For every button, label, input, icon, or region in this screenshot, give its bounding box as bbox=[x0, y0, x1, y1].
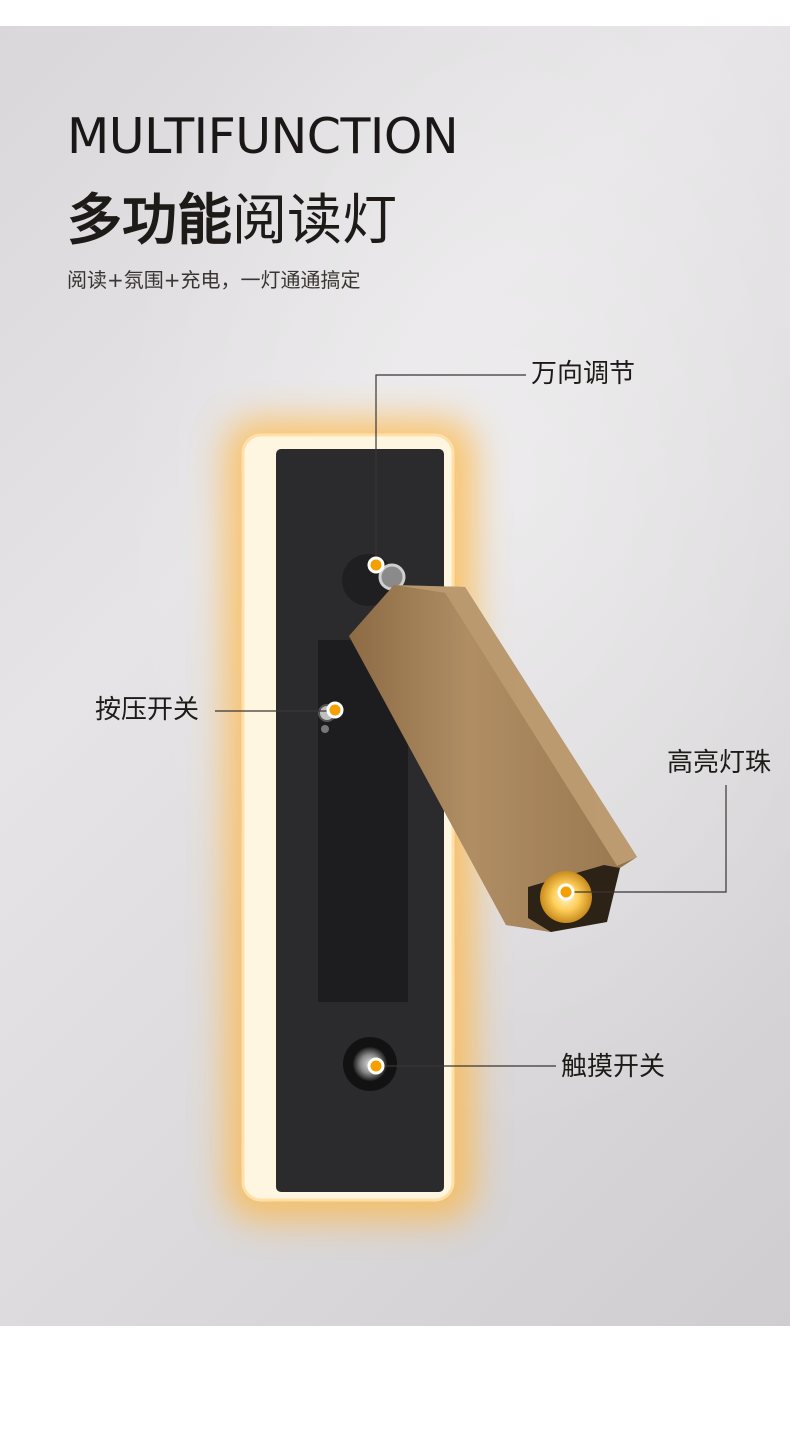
lamp-head-top bbox=[394, 585, 637, 866]
title-english: MULTIFUNCTION bbox=[67, 108, 459, 165]
dot-led bbox=[557, 883, 575, 901]
title-chinese-bold: 多功能 bbox=[67, 188, 233, 252]
lamp-head-front bbox=[349, 585, 617, 932]
callout-press-switch: 按压开关 bbox=[95, 695, 200, 725]
dot-press bbox=[326, 701, 344, 719]
accent-dots bbox=[326, 556, 575, 1075]
title-chinese: 多功能阅读灯 bbox=[67, 193, 397, 248]
callout-universal-adjust: 万向调节 bbox=[531, 359, 636, 389]
title-chinese-light: 阅读灯 bbox=[232, 188, 398, 252]
subtitle: 阅读+氛围+充电，一灯通通搞定 bbox=[67, 268, 361, 292]
leader-line-led bbox=[566, 785, 727, 893]
dot-touch bbox=[367, 1057, 385, 1075]
leader-lines bbox=[215, 374, 727, 1067]
press-switch-screw bbox=[321, 725, 329, 733]
dot-universal bbox=[367, 556, 385, 574]
leader-line-universal bbox=[375, 374, 526, 565]
callout-led-bead: 高亮灯珠 bbox=[667, 748, 772, 778]
lamp-head bbox=[349, 585, 637, 932]
callout-touch-switch: 触摸开关 bbox=[561, 1052, 666, 1082]
